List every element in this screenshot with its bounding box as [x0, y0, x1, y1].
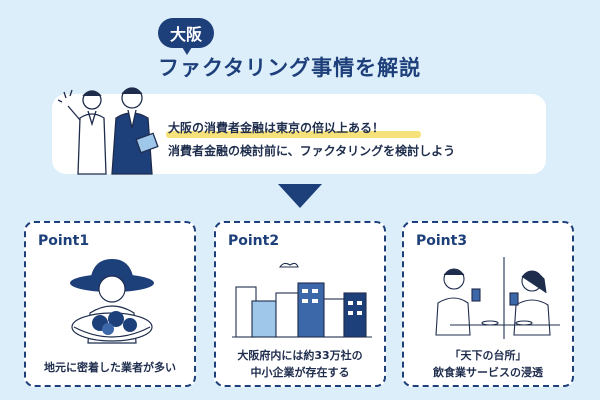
intro-line-1: 大阪の消費者金融は東京の倍以上ある！ — [168, 121, 385, 135]
page-title: ファクタリング事情を解説 — [158, 56, 422, 80]
point-label: Point2 — [228, 233, 280, 249]
point-card-2: Point2 大阪府内には約33万社の 中小企業が存在する — [214, 221, 386, 387]
people-dining-illustration — [435, 257, 560, 339]
point-label: Point3 — [416, 233, 468, 249]
region-badge: 大阪 — [158, 18, 214, 55]
point-text: 地元に密着した業者が多い — [44, 361, 176, 374]
down-arrow-icon — [278, 184, 322, 208]
point-text-line-2: 中小企業が存在する — [250, 366, 350, 379]
point-card-3: Point3 「天下の台所」 飲食業サービスの浸透 — [402, 221, 574, 387]
point-card-1: Point1 地元に密着した業者が多い — [24, 221, 196, 387]
point-label: Point1 — [38, 233, 90, 249]
city-buildings-illustration — [232, 262, 372, 338]
highlight-underline — [166, 131, 421, 138]
point-text-line-1: 「天下の台所」 — [449, 349, 527, 362]
business-people-illustration — [58, 87, 159, 175]
farmer-with-basket-illustration — [70, 259, 154, 344]
point-text-line-1: 大阪府内には約33万社の — [237, 349, 363, 362]
intro-line-2: 消費者金融の検討前に、ファクタリングを検討しよう — [168, 144, 456, 158]
point-text-line-2: 飲食業サービスの浸透 — [433, 366, 543, 379]
